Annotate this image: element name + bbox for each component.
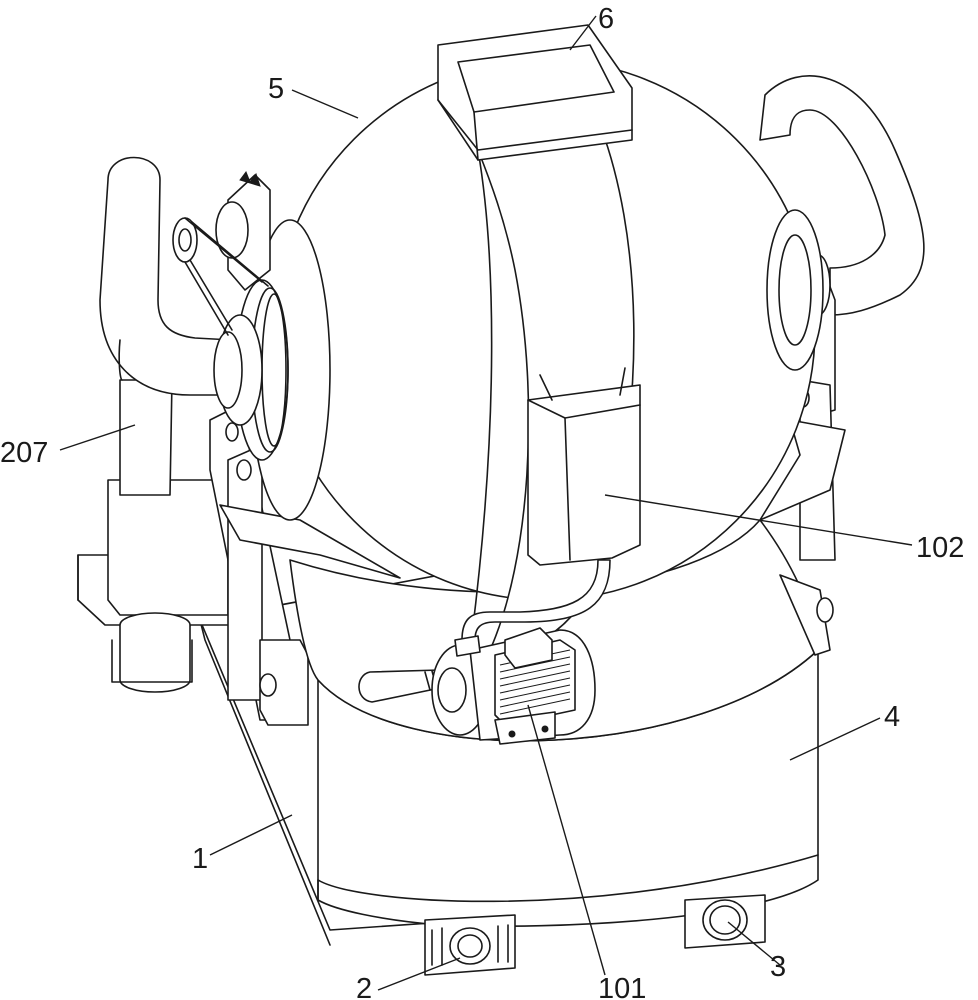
leader-102 <box>604 494 913 546</box>
feed-hopper <box>437 24 633 161</box>
label-3: 3 <box>770 951 786 983</box>
bottom-outlet-right <box>684 894 766 949</box>
label-101: 101 <box>598 973 646 1000</box>
label-207: 207 <box>0 437 48 469</box>
left-pipe <box>99 156 233 496</box>
part-labels: 6 5 207 102 4 1 2 101 3 <box>0 3 964 1000</box>
pump-assembly <box>358 559 611 745</box>
label-6: 6 <box>598 3 614 35</box>
label-4: 4 <box>884 701 900 733</box>
leader-2 <box>377 957 461 991</box>
leader-4 <box>789 717 881 761</box>
leader-5 <box>291 89 359 119</box>
label-102: 102 <box>916 532 964 564</box>
left-wheel-assembly <box>172 170 331 521</box>
left-support-frame <box>77 404 401 726</box>
leader-207 <box>59 424 136 451</box>
right-pipe <box>759 75 925 316</box>
collector-box <box>527 367 641 566</box>
bottom-outlet-left <box>424 914 516 976</box>
leader-1 <box>209 814 293 856</box>
leader-6 <box>569 15 597 51</box>
label-2: 2 <box>356 973 372 1000</box>
leader-101 <box>527 704 606 976</box>
leader-lines <box>59 15 913 991</box>
label-1: 1 <box>192 843 208 875</box>
label-5: 5 <box>268 73 284 105</box>
leader-3 <box>727 921 781 966</box>
